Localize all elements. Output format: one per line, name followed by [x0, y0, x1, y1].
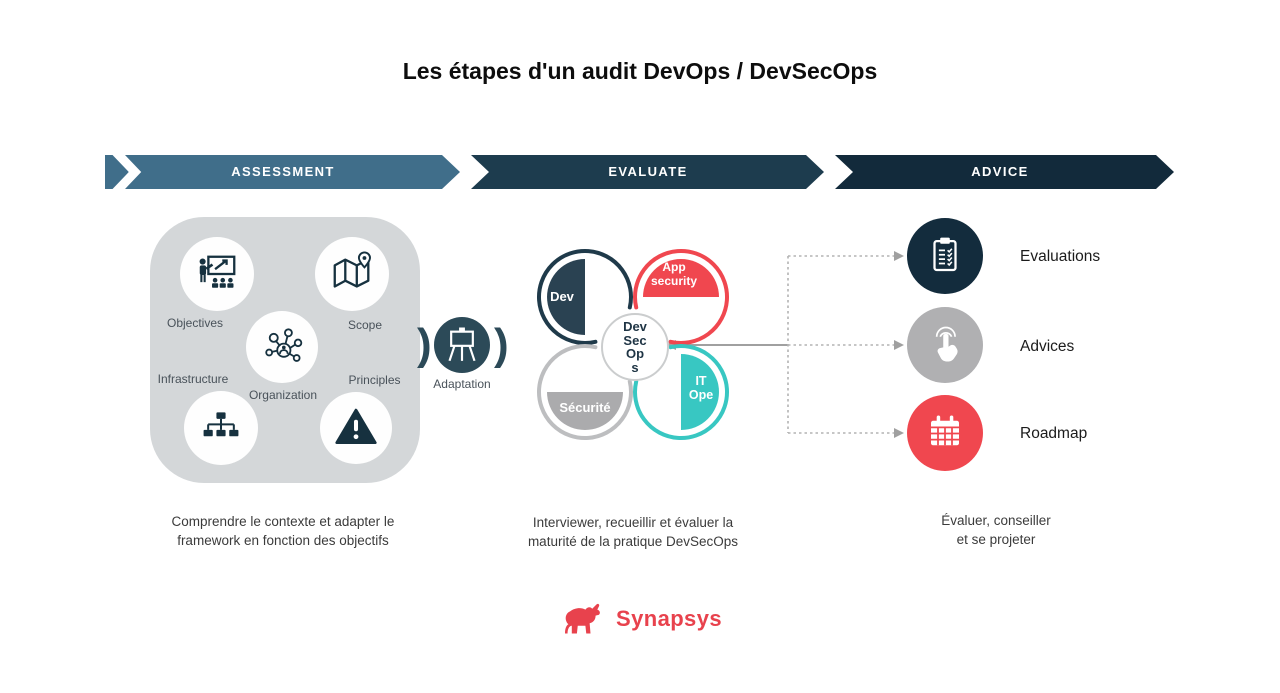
advice-band-shape — [835, 155, 1174, 189]
brand-name: Synapsys — [616, 606, 722, 631]
sitemap-icon — [203, 412, 239, 437]
advices-label: Advices — [1020, 338, 1075, 355]
advice-caption: Évaluer, conseiller et se projeter — [941, 513, 1051, 547]
objectives-circle — [180, 237, 254, 311]
output-evaluations-circle — [907, 218, 983, 294]
calendar-icon — [931, 415, 959, 446]
band-start-chevron — [110, 146, 142, 198]
securite-ring — [536, 344, 633, 441]
map-icon — [333, 251, 371, 288]
app-security-fill — [643, 259, 719, 297]
assessment-caption: Comprendre le contexte et adapter le fra… — [171, 514, 395, 548]
connector-dotted-lines — [787, 255, 894, 434]
evaluate-band-shape — [471, 155, 824, 189]
page-title: Les étapes d'un audit DevOps / DevSecOps — [402, 58, 878, 84]
scope-circle — [315, 237, 389, 311]
devsecops-center-text: Dev Sec Op s — [623, 319, 647, 375]
venn-app-security-label: App security — [650, 260, 698, 288]
principles-circle — [320, 392, 392, 464]
infrastructure-label: Infrastructure — [157, 372, 229, 386]
output-advices-circle — [907, 307, 983, 383]
network-icon — [265, 328, 303, 362]
output-roadmap-circle — [907, 395, 983, 471]
securite-fill — [547, 392, 623, 430]
principles-label: Principles — [348, 373, 401, 387]
evaluations-label: Evaluations — [1020, 248, 1101, 265]
stage-banner-evaluate: EVALUATE — [608, 164, 688, 179]
paren-right-icon: ) — [494, 320, 509, 369]
venn-securite-label: Sécurité — [559, 400, 611, 415]
assessment-band-shape — [105, 155, 460, 189]
clipboard-icon — [933, 237, 957, 272]
adaptation-circle — [434, 317, 490, 373]
rhino-icon — [565, 603, 600, 634]
scope-label: Scope — [347, 318, 383, 332]
venn-dev-label: Dev — [550, 289, 574, 304]
organization-label: Organization — [248, 388, 318, 402]
arrowheads-right — [894, 251, 904, 438]
warning-icon — [335, 408, 377, 445]
devsecops-center-circle: Dev Sec Op s — [601, 313, 669, 381]
organization-circle — [246, 311, 318, 383]
presentation-icon — [199, 255, 236, 288]
evaluate-caption: Interviewer, recueillir et évaluer la ma… — [527, 515, 739, 549]
roadmap-label: Roadmap — [1020, 425, 1088, 442]
synapsys-logo: Synapsys — [0, 602, 1280, 636]
tap-icon — [935, 326, 958, 362]
dev-fill — [547, 259, 585, 335]
adaptation-label: Adaptation — [433, 377, 491, 391]
stage-banner-assessment: ASSESSMENT — [231, 164, 335, 179]
paren-left-icon: ) — [417, 320, 432, 369]
objectives-label: Objectives — [166, 316, 224, 330]
dev-ring — [536, 248, 633, 345]
it-ope-fill — [681, 354, 719, 430]
venn-it-ope-label: IT Ope — [688, 374, 714, 402]
stage-banner-advice: ADVICE — [971, 164, 1029, 179]
it-ope-ring — [633, 344, 730, 441]
infrastructure-circle — [184, 391, 258, 465]
app-security-ring — [633, 248, 730, 345]
easel-icon — [448, 327, 476, 362]
